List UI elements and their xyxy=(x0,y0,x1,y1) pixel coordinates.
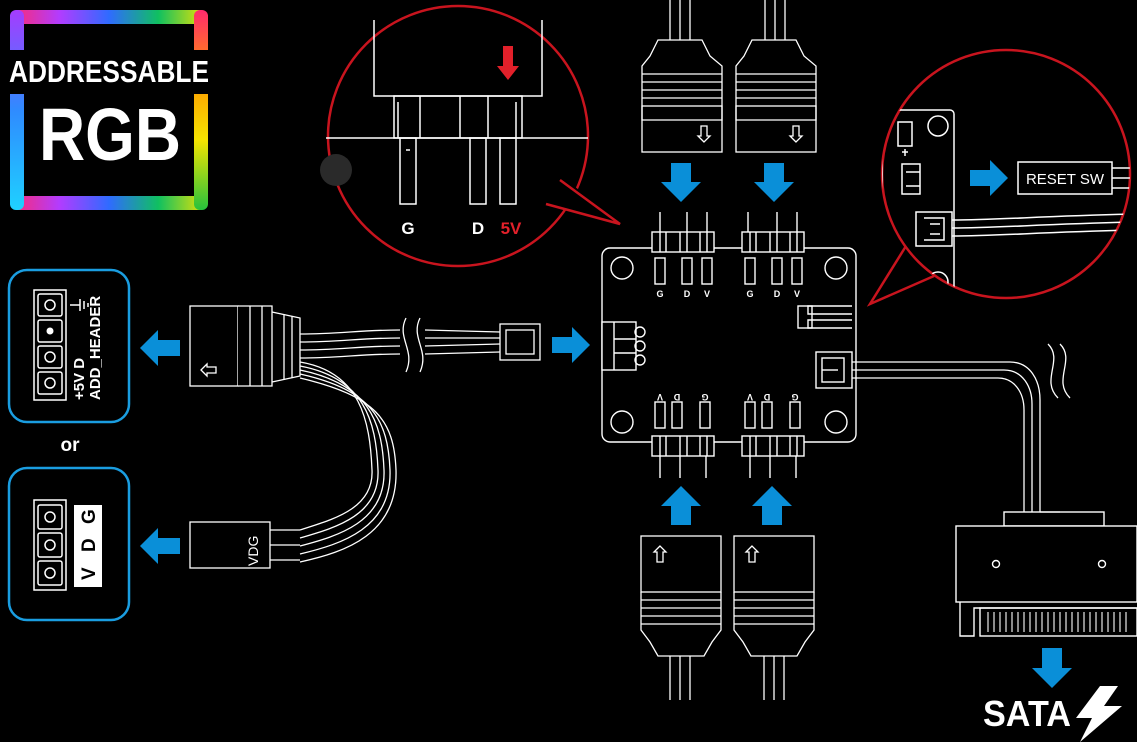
down-arrow-icon xyxy=(696,125,712,143)
up-arrow-icon xyxy=(752,486,792,525)
down-arrow-icon xyxy=(1032,648,1072,688)
or-label: or xyxy=(61,435,81,456)
hub-top-pin: D xyxy=(684,289,691,299)
bottom-plug-left xyxy=(640,535,722,700)
bottom-plug-right xyxy=(733,535,815,700)
reset-switch-label: RESET SW xyxy=(1026,171,1105,188)
vdg-label-v: V xyxy=(79,567,100,580)
addressable-rgb-logo: ADDRESSABLE RGB xyxy=(6,10,212,210)
ground-icon xyxy=(70,299,89,311)
left-arrow-icon xyxy=(200,362,217,378)
zoom-pin-d: D xyxy=(472,219,484,238)
hub-top-pin: G xyxy=(746,289,753,299)
right-arrow-icon xyxy=(970,160,1008,196)
vdg-label-g: G xyxy=(79,509,100,524)
left-arrow-icon xyxy=(140,330,180,366)
down-arrow-icon xyxy=(754,163,794,202)
hub-bottom-pin: V xyxy=(657,392,663,402)
hub-bottom-pin: V xyxy=(747,392,753,402)
hub-top-pin-labels: G D V G D V xyxy=(656,289,800,299)
hub-bottom-header-right xyxy=(741,401,805,478)
hub-top-pin: D xyxy=(774,289,781,299)
hub-bottom-header-left xyxy=(651,401,715,478)
header-name: ADD_HEADER xyxy=(87,296,104,400)
splitter-cable xyxy=(189,305,541,569)
hub-top-pin: V xyxy=(794,289,800,299)
hub-top-pin: V xyxy=(704,289,710,299)
zoom-circle-left: G D 5V xyxy=(320,4,621,268)
hub-bottom-pin: D xyxy=(673,392,680,402)
hub-bottom-pin-labels: V D G V D G xyxy=(657,392,799,402)
hub-top-pin: G xyxy=(656,289,663,299)
top-plug-right xyxy=(735,0,817,153)
down-arrow-icon xyxy=(788,125,804,143)
left-arrow-icon xyxy=(140,528,180,564)
hub-top-header-right xyxy=(741,212,805,285)
zoom-pin-g: G xyxy=(401,219,414,238)
right-arrow-icon xyxy=(552,327,590,363)
sata-cable xyxy=(852,343,1071,513)
hub-bottom-pin: G xyxy=(791,392,798,402)
vdg-header-box: V D G xyxy=(7,466,131,622)
top-plug-left xyxy=(641,0,723,153)
logo-line2: RGB xyxy=(39,93,181,176)
header-pin-label: +5V D xyxy=(71,358,88,400)
down-arrow-icon xyxy=(497,46,519,80)
zoom-pin-5v: 5V xyxy=(501,219,522,238)
zoom-circle-right: RESET SW xyxy=(866,48,1132,307)
sata-connector xyxy=(955,511,1137,637)
hub-bottom-pin: D xyxy=(763,392,770,402)
hub-top-header-left xyxy=(651,212,715,285)
lightning-icon xyxy=(1076,686,1122,742)
hub-bottom-pin: G xyxy=(701,392,708,402)
vdg-label-d: D xyxy=(79,538,100,552)
down-arrow-icon xyxy=(661,163,701,202)
rgb-hub-board xyxy=(601,212,857,478)
logo-line1: ADDRESSABLE xyxy=(9,54,209,89)
up-arrow-icon xyxy=(661,486,701,525)
up-arrow-icon xyxy=(744,545,760,563)
up-arrow-icon xyxy=(652,545,668,563)
addressable-header-box: +5V D ADD_HEADER xyxy=(7,268,131,424)
vdg-plug-label: VDG xyxy=(245,536,261,566)
sata-label: SATA xyxy=(983,693,1071,734)
